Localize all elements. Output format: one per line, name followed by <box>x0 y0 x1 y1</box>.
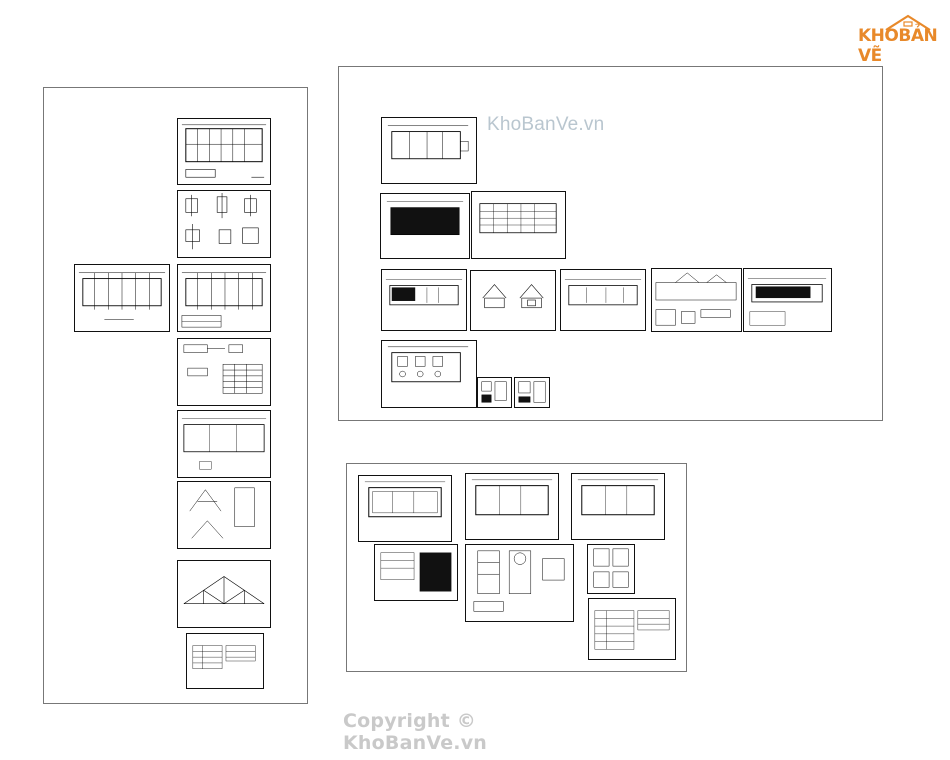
drawing-sheet-roof-plan-large[interactable] <box>74 264 170 332</box>
drawing-sheet-foundation-plan[interactable] <box>177 264 271 332</box>
drawing-sheet-ground-floor-plan[interactable] <box>381 117 477 184</box>
drawing-sheet-column-details[interactable] <box>177 190 271 258</box>
drawing-sheet-plan-variant-a[interactable] <box>358 475 452 542</box>
drawing-sheet-tank-details[interactable] <box>465 544 574 622</box>
drawing-sheet-side-elevation-b[interactable] <box>743 268 832 332</box>
logo-part-kho: KHO <box>858 26 899 46</box>
drawing-sheet-floor-plan[interactable] <box>177 118 271 185</box>
watermark-text: KhoBanVe.vn <box>487 114 605 135</box>
drawing-sheet-schedule-table[interactable] <box>186 633 264 689</box>
drawing-sheet-toilet-plan[interactable] <box>381 340 477 408</box>
drawing-sheet-legend[interactable] <box>374 544 458 601</box>
drawing-sheet-front-elevation[interactable] <box>381 269 467 331</box>
copyright-text: Copyright © KhoBanVe.vn <box>343 710 488 754</box>
drawing-sheet-truss-details[interactable] <box>177 481 271 549</box>
drawing-sheet-material-table[interactable] <box>588 598 676 660</box>
house-roof-icon <box>885 14 931 31</box>
drawing-sheet-septic-details[interactable] <box>587 544 635 594</box>
drawing-sheet-roof-hatch[interactable] <box>380 193 470 259</box>
brand-logo[interactable]: KHOBẢN VẼ <box>858 26 950 66</box>
drawing-sheet-rear-elevation[interactable] <box>560 269 646 331</box>
drawing-sheet-side-elevation-a[interactable] <box>470 270 556 331</box>
drawing-sheet-wall-plan[interactable] <box>177 410 271 478</box>
drawing-sheet-section-details[interactable] <box>651 268 742 332</box>
drawing-sheet-small-detail-b[interactable] <box>514 377 550 408</box>
drawing-sheet-plan-variant-b[interactable] <box>465 473 559 540</box>
drawing-sheet-beam-details[interactable] <box>177 338 271 406</box>
drawing-sheet-plan-variant-c[interactable] <box>571 473 665 540</box>
drawing-sheet-roof-framing[interactable] <box>471 191 566 259</box>
logo-part-banve: BẢN VẼ <box>858 26 938 66</box>
drawing-sheet-small-detail-a[interactable] <box>477 377 512 408</box>
drawing-sheet-roof-truss[interactable] <box>177 560 271 628</box>
